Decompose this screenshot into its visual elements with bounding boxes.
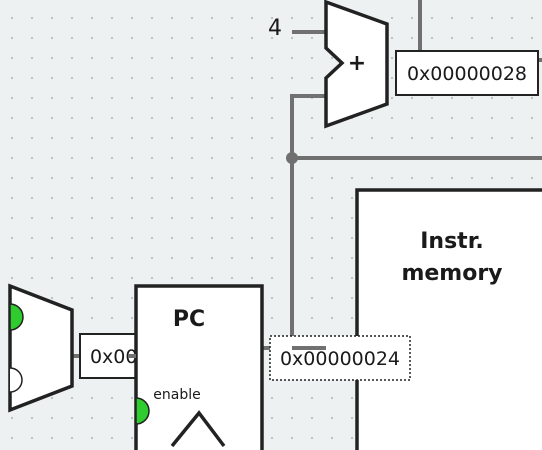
instruction-memory-body[interactable] <box>355 188 542 450</box>
adder-constant-input: 4 <box>268 16 282 41</box>
pc-register-title: PC <box>173 307 205 332</box>
instruction-memory-title-line2: memory <box>401 261 502 286</box>
adder[interactable]: + 4 <box>268 0 389 129</box>
pc-register-body[interactable] <box>134 284 264 450</box>
mux-inactive-input-port[interactable] <box>9 367 23 393</box>
wire-pc-to-adder[interactable] <box>290 94 326 348</box>
adder-body[interactable] <box>324 0 389 129</box>
pc-register[interactable]: PC enable <box>134 284 264 450</box>
pc-clock-triangle-icon <box>170 410 226 448</box>
pc-input-mux[interactable] <box>8 283 74 413</box>
adder-output-probe-box[interactable] <box>395 50 539 96</box>
pc-enable-port[interactable] <box>135 397 150 425</box>
adder-output-probe[interactable]: 0x00000028 <box>395 50 539 96</box>
pc-enable-label: enable <box>153 387 200 403</box>
mux-active-input-port[interactable] <box>9 303 24 331</box>
instruction-memory[interactable]: Instr. memory <box>355 188 542 450</box>
pc-output-value: 0x00000024 <box>280 348 400 370</box>
pc-output-probe-box[interactable] <box>269 335 411 381</box>
adder-operator-label: + <box>348 51 366 76</box>
mux-body[interactable] <box>8 283 74 413</box>
adder-output-value: 0x00000028 <box>407 63 527 85</box>
wire-junction <box>286 152 298 164</box>
instruction-memory-title-line1: Instr. <box>420 229 484 254</box>
pc-output-probe[interactable]: 0x00000024 <box>269 335 411 381</box>
